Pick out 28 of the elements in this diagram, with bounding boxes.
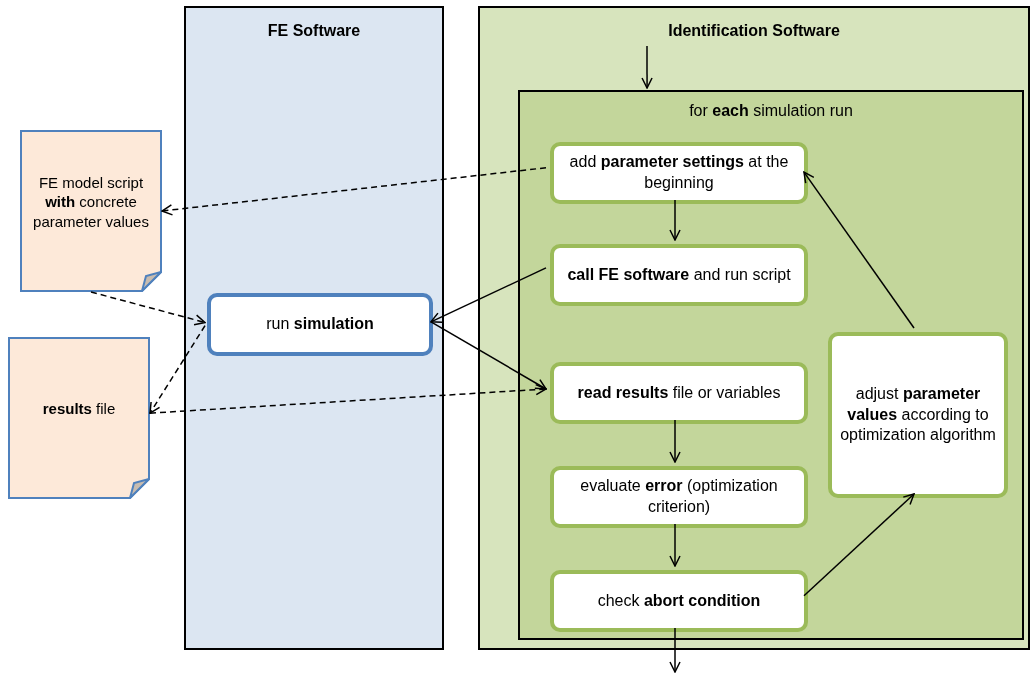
group-title: Identification Software bbox=[667, 22, 841, 40]
arrow bbox=[669, 199, 681, 241]
process-box: run simulation bbox=[207, 293, 433, 356]
dashed-arrow bbox=[149, 324, 206, 414]
group-panel bbox=[184, 6, 444, 650]
process-box: call FE software and run script bbox=[550, 244, 808, 306]
group-panel bbox=[518, 90, 1024, 640]
dashed-arrow bbox=[161, 167, 547, 216]
document-note: FE model script with concrete parameter values bbox=[20, 130, 162, 292]
dashed-arrow bbox=[149, 383, 547, 414]
group-title: FE Software bbox=[266, 22, 362, 40]
group-title: for each simulation run bbox=[688, 102, 854, 120]
arrow bbox=[669, 627, 681, 673]
arrow bbox=[669, 523, 681, 567]
arrow bbox=[430, 267, 547, 323]
dashed-arrow bbox=[90, 291, 206, 326]
arrow bbox=[803, 493, 915, 597]
process-box: read results file or variables bbox=[550, 362, 808, 424]
arrow bbox=[430, 321, 547, 390]
arrow bbox=[669, 419, 681, 463]
process-box: adjust parameter values according to optimization algorithm bbox=[828, 332, 1008, 498]
process-box: evaluate error (optimization criterion) bbox=[550, 466, 808, 528]
group-panel bbox=[478, 6, 1030, 650]
document-note: results file bbox=[8, 337, 150, 499]
arrow bbox=[803, 171, 915, 329]
arrow bbox=[641, 45, 653, 89]
process-box: add parameter settings at the beginning bbox=[550, 142, 808, 204]
process-box: check abort condition bbox=[550, 570, 808, 632]
